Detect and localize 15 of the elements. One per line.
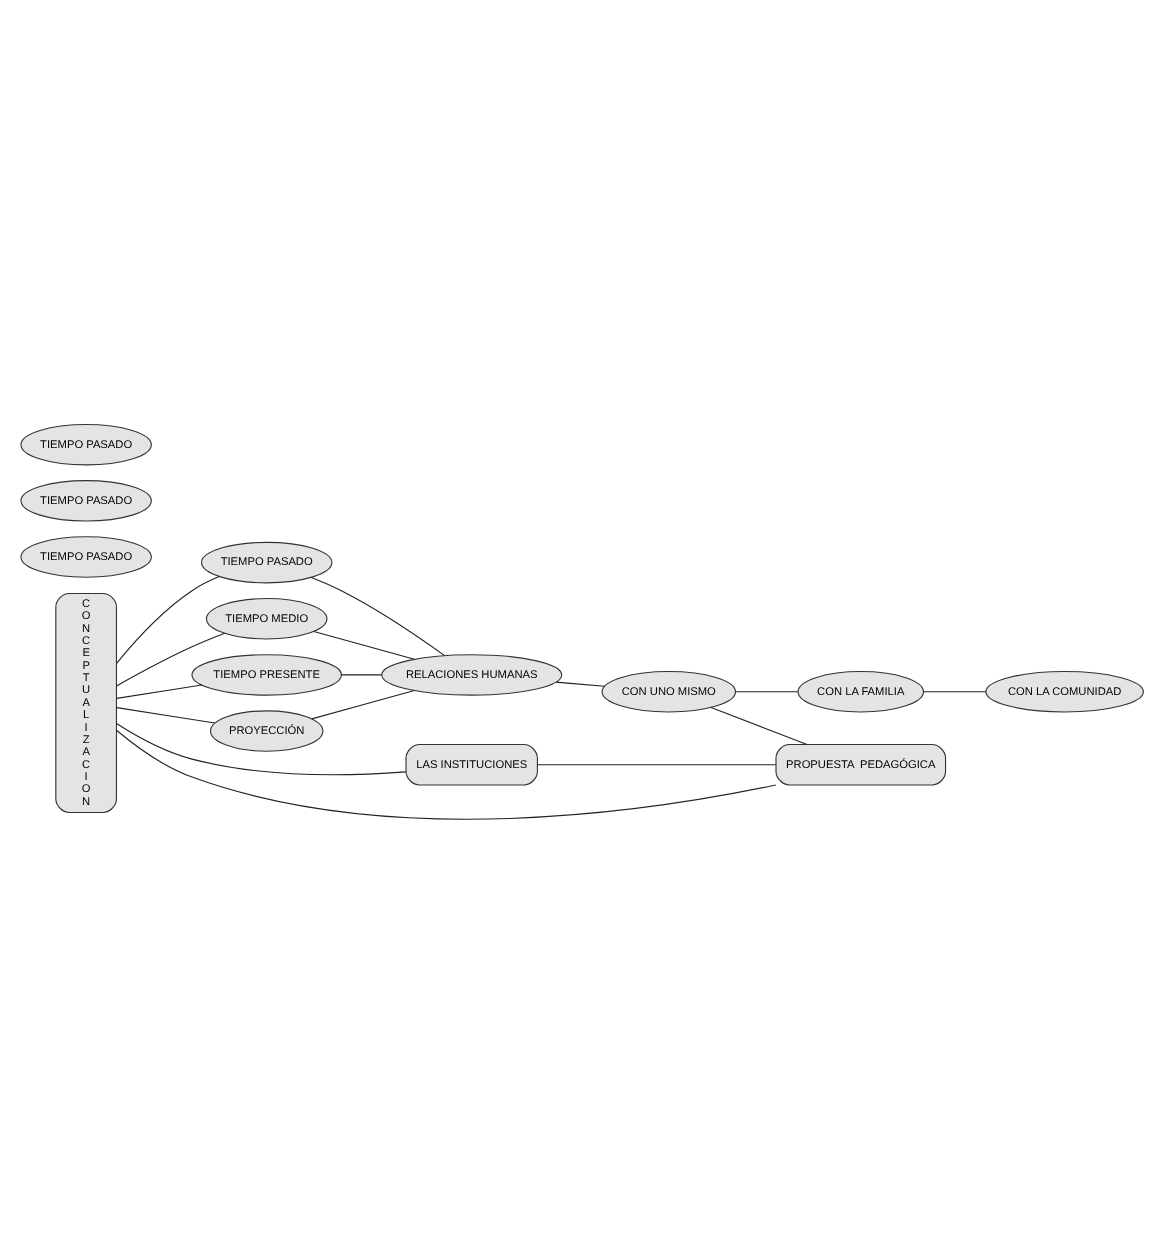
connector <box>116 707 216 724</box>
connector <box>537 764 777 766</box>
connector <box>116 684 203 699</box>
connector <box>116 723 407 776</box>
connector <box>116 632 226 687</box>
connector <box>310 576 445 656</box>
connector <box>116 729 777 820</box>
connector <box>313 630 415 660</box>
connector <box>710 707 808 746</box>
connector <box>735 691 799 693</box>
connector <box>341 674 383 676</box>
connector <box>311 689 415 720</box>
connector <box>116 576 220 664</box>
connector <box>555 681 606 687</box>
connector <box>923 691 987 693</box>
